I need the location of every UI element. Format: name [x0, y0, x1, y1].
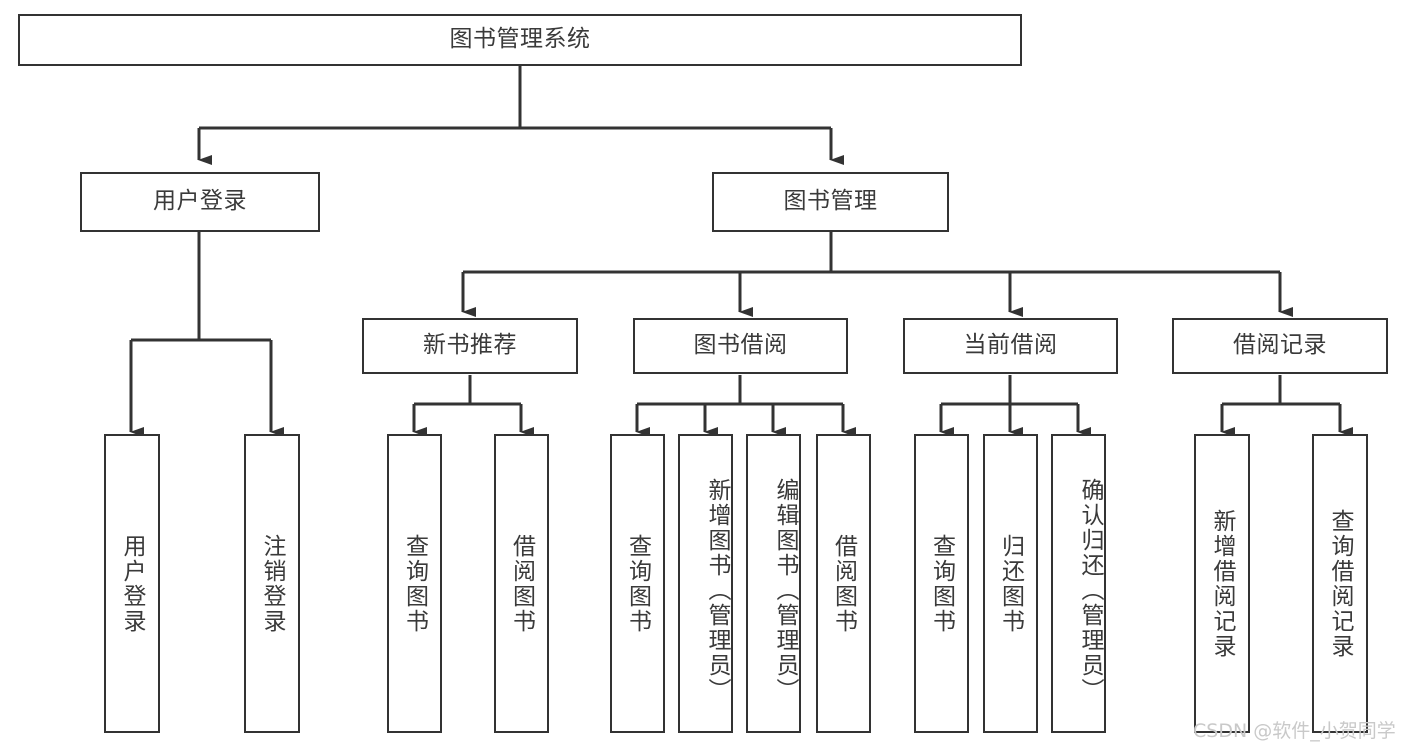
- leaf-query-borrow-record[interactable]: 查询借阅记录: [1312, 434, 1368, 733]
- edge-group-book-manage: [461, 232, 1293, 317]
- node-book-borrow[interactable]: 图书借阅: [633, 318, 848, 374]
- leaf-user-logout[interactable]: 注销登录: [244, 434, 300, 733]
- edge-group-user-login: [129, 232, 284, 437]
- node-borrow-record[interactable]: 借阅记录: [1172, 318, 1388, 374]
- leaf-query-book-2[interactable]: 查询图书: [610, 434, 665, 733]
- leaf-query-book-1[interactable]: 查询图书: [387, 434, 442, 733]
- node-book-manage[interactable]: 图书管理: [712, 172, 949, 232]
- leaf-return-book[interactable]: 归还图书: [983, 434, 1038, 733]
- edge-group-new-book-rec: [412, 375, 534, 437]
- leaf-add-book-admin[interactable]: 新增图书（管理员）: [678, 434, 733, 733]
- leaf-user-login[interactable]: 用户登录: [104, 434, 160, 733]
- leaf-confirm-return-admin[interactable]: 确认归还（管理员）: [1051, 434, 1106, 733]
- leaf-add-borrow-record[interactable]: 新增借阅记录: [1194, 434, 1250, 733]
- edge-group-root: [197, 66, 844, 165]
- edge-group-book-borrow: [635, 375, 856, 437]
- leaf-borrow-book-1[interactable]: 借阅图书: [494, 434, 549, 733]
- leaf-query-book-3[interactable]: 查询图书: [914, 434, 969, 733]
- edge-group-current-borrow: [939, 375, 1091, 437]
- node-new-book-recommend[interactable]: 新书推荐: [362, 318, 578, 374]
- node-current-borrow[interactable]: 当前借阅: [903, 318, 1118, 374]
- leaf-edit-book-admin[interactable]: 编辑图书（管理员）: [746, 434, 801, 733]
- leaf-borrow-book-2[interactable]: 借阅图书: [816, 434, 871, 733]
- node-user-login[interactable]: 用户登录: [80, 172, 320, 232]
- csdn-watermark: CSDN @软件_小贺同学: [1193, 720, 1396, 742]
- node-root-system[interactable]: 图书管理系统: [18, 14, 1022, 66]
- edge-group-borrow-record: [1220, 375, 1353, 437]
